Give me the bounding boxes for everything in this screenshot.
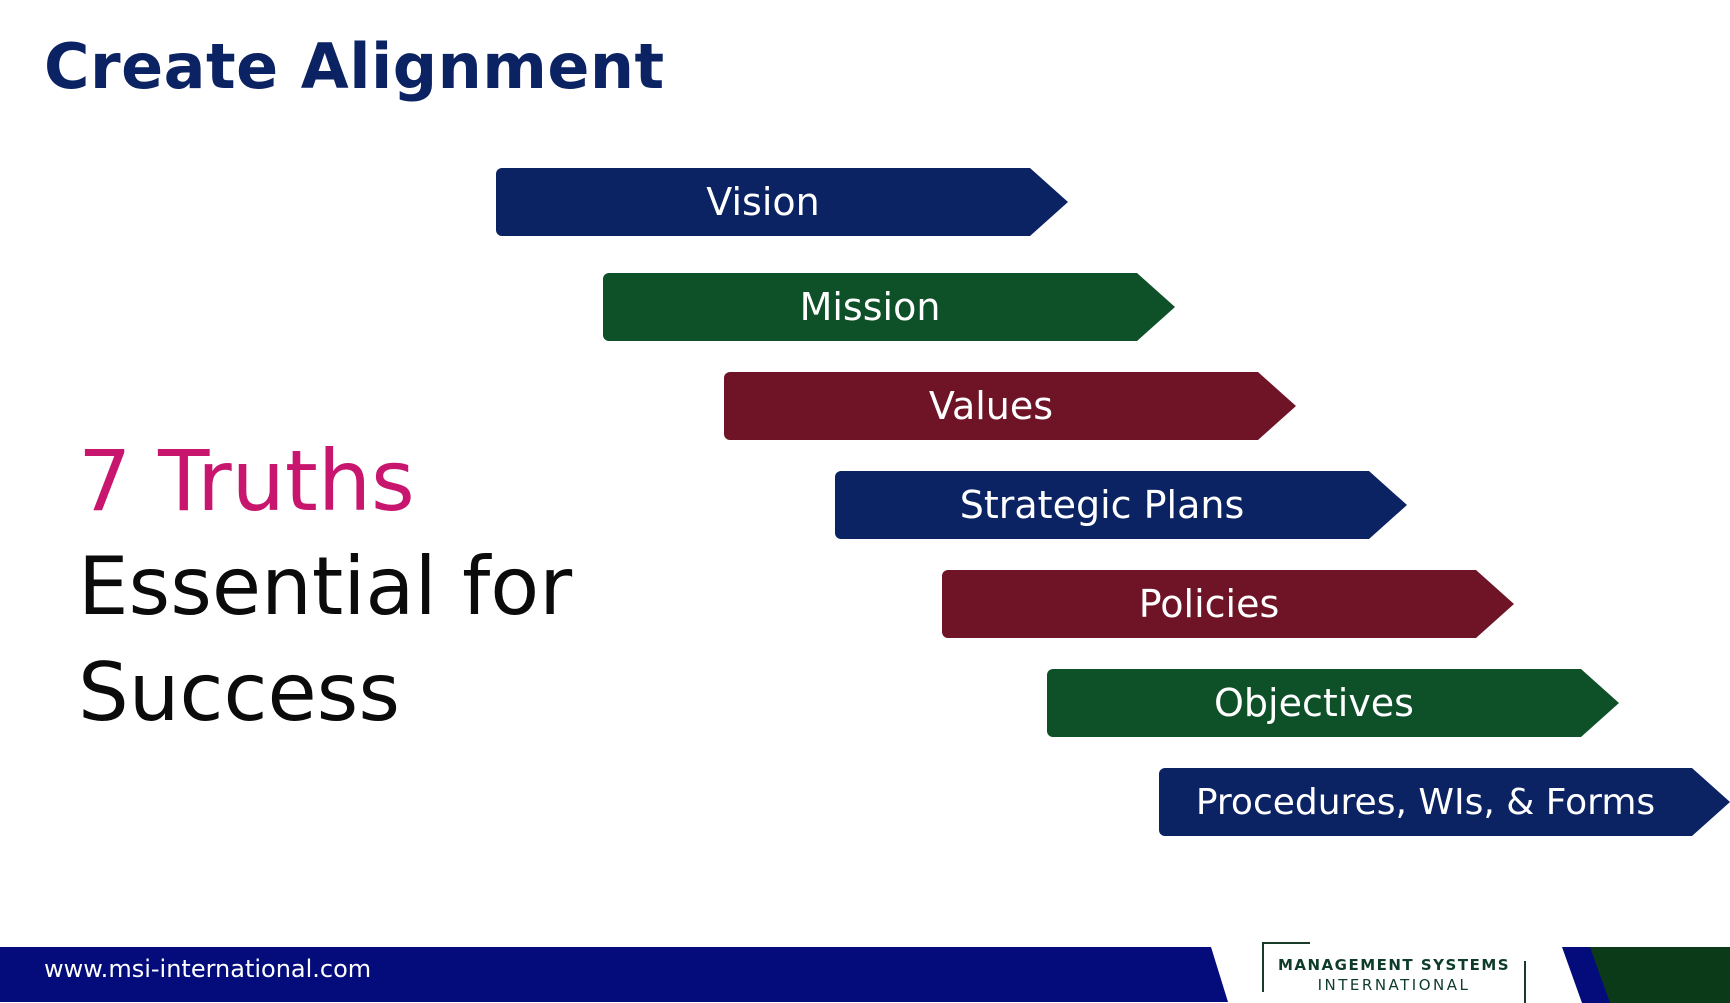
step-arrow-objectives: Objectives [1047, 669, 1619, 737]
footer-bar [0, 947, 1228, 1002]
lead-line-truths: 7 Truths [78, 432, 415, 530]
step-arrow-vision: Vision [496, 168, 1068, 236]
footer-accent-green [1590, 947, 1730, 1003]
lead-line-success: Success [78, 646, 401, 739]
step-arrow-strategic-plans: Strategic Plans [835, 471, 1407, 539]
step-label: Values [928, 384, 1054, 428]
logo-text-line1: MANAGEMENT SYSTEMS [1277, 956, 1511, 974]
footer-url-link[interactable]: www.msi-international.com [44, 955, 372, 983]
step-arrow-mission: Mission [603, 273, 1175, 341]
logo-text-line2: INTERNATIONAL [1317, 976, 1471, 994]
step-label: Objectives [1214, 681, 1414, 725]
step-arrow-values: Values [724, 372, 1296, 440]
logo-corner-top-left [1262, 942, 1310, 992]
step-label: Policies [1138, 582, 1280, 626]
logo-corner-bottom-right [1524, 961, 1526, 1003]
step-label: Procedures, WIs, & Forms [1195, 781, 1656, 823]
lead-text-block: 7 Truths Essential for Success [78, 428, 572, 746]
step-label: Strategic Plans [959, 483, 1245, 527]
step-arrow-procedures: Procedures, WIs, & Forms [1159, 768, 1730, 836]
step-label: Mission [799, 285, 941, 329]
page-title: Create Alignment [44, 30, 665, 103]
step-label: Vision [706, 180, 820, 224]
lead-line-essential: Essential for [78, 540, 573, 633]
step-arrow-policies: Policies [942, 570, 1514, 638]
msi-logo: MANAGEMENT SYSTEMS INTERNATIONAL [1262, 942, 1526, 1003]
